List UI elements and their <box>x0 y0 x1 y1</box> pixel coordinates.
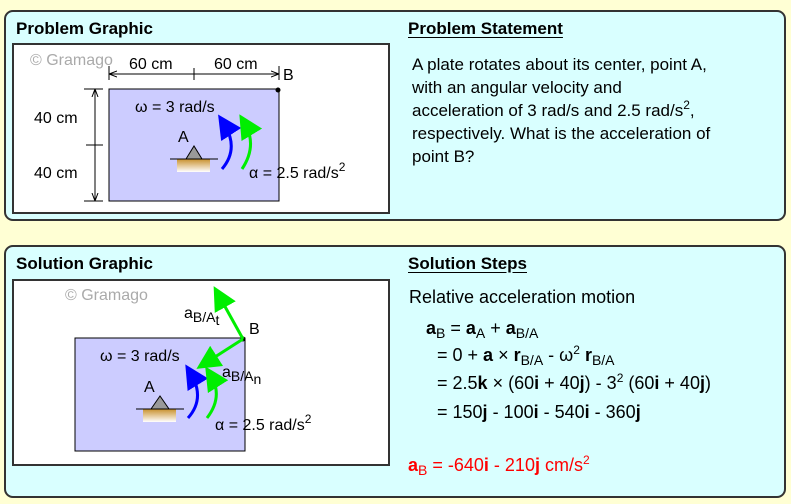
math-segment: B <box>436 325 446 341</box>
pin-support-icon <box>150 395 170 410</box>
math-segment: = 150 <box>437 402 483 422</box>
statement-line: A plate rotates about its center, point … <box>412 55 707 74</box>
math-segment: r <box>513 345 521 365</box>
math-segment: 2 <box>582 453 590 467</box>
math-segment: = -640 <box>427 455 484 475</box>
aBAt-label: aB/At <box>184 305 219 328</box>
math-segment: r <box>584 345 592 365</box>
problem-graphic-title: Problem Graphic <box>16 19 153 38</box>
math-segment: B <box>418 462 428 478</box>
math-segment: ) - 3 <box>584 373 617 393</box>
dim-60-right: 60 cm <box>214 56 258 73</box>
math-segment: j <box>579 373 585 393</box>
equation-line: = 2.5k × (60i + 40j) - 32 (60i + 40j) <box>437 371 711 394</box>
statement-line: acceleration of 3 rad/s and 2.5 rad/s2, <box>412 98 695 120</box>
math-segment: + <box>485 318 506 338</box>
math-segment: - 100 <box>487 402 534 422</box>
dim-60-left: 60 cm <box>129 56 173 73</box>
math-segment: = 2.5 <box>437 373 478 393</box>
dim-40-top: 40 cm <box>34 110 78 127</box>
math-segment: i <box>534 373 540 393</box>
solution-steps-title: Solution Steps <box>408 254 527 273</box>
ground-hatch <box>177 159 210 172</box>
equation-line: = 0 + a × rB/A - ω2 rB/A <box>437 343 615 368</box>
statement-line: respectively. What is the acceleration o… <box>412 124 711 143</box>
math-segment: B/A <box>520 352 544 368</box>
math-segment: j <box>699 373 705 393</box>
omega-arrow-icon <box>185 364 209 420</box>
label-B: B <box>249 321 260 338</box>
math-segment: A <box>475 325 486 341</box>
label-A: A <box>178 129 189 146</box>
omega-label: ω = 3 rad/s <box>135 99 215 116</box>
math-segment: 2 <box>573 343 580 357</box>
problem-statement: A plate rotates about its center, point … <box>412 53 710 168</box>
math-segment: = <box>445 318 466 338</box>
math-segment: B/A <box>591 352 615 368</box>
math-segment: - 540 <box>538 402 585 422</box>
math-segment: - 360 <box>589 402 636 422</box>
dimension-lines <box>84 66 280 202</box>
aBAt-arrow-icon <box>213 286 245 340</box>
math-segment: × (60 <box>487 373 535 393</box>
math-segment: a <box>483 345 494 365</box>
math-segment: i <box>533 402 539 422</box>
math-segment: a <box>465 318 476 338</box>
math-segment: - ω <box>543 345 574 365</box>
alpha-arrow-icon <box>239 114 263 170</box>
math-segment: i <box>654 373 660 393</box>
equation-line: aB = aA + aB/A <box>426 318 539 341</box>
label-B: B <box>283 67 294 84</box>
point-B <box>275 87 281 93</box>
math-segment: a <box>408 455 419 475</box>
problem-statement-title: Problem Statement <box>408 19 563 38</box>
math-segment: j <box>635 402 641 422</box>
math-segment: i <box>483 455 489 475</box>
math-segment: k <box>477 373 488 393</box>
math-segment: j <box>534 455 540 475</box>
alpha-arrow-icon <box>205 366 229 419</box>
math-segment: cm/s <box>539 455 583 475</box>
math-segment: = 0 + <box>437 345 484 365</box>
answer-line: aB = -640i - 210j cm/s2 <box>408 453 590 478</box>
statement-line: with an angular velocity and <box>412 78 622 97</box>
dim-40-bottom: 40 cm <box>34 165 78 182</box>
math-segment: 2 <box>616 371 624 385</box>
math-segment: a <box>426 318 437 338</box>
omega-arrow-icon <box>218 114 242 170</box>
math-segment: B/A <box>515 325 539 341</box>
solution-graphic-title: Solution Graphic <box>16 254 153 273</box>
math-segment: j <box>482 402 488 422</box>
alpha-label: α = 2.5 rad/s2 <box>215 412 312 434</box>
math-segment: + 40 <box>539 373 580 393</box>
alpha-label: α = 2.5 rad/s2 <box>249 160 346 182</box>
watermark: © Gramago <box>65 287 148 304</box>
math-segment: a <box>505 318 516 338</box>
math-segment: i <box>584 402 590 422</box>
math-segment: × <box>493 345 514 365</box>
statement-line: point B? <box>412 147 475 166</box>
pin-support-icon <box>185 145 203 160</box>
math-segment: ) <box>704 373 711 393</box>
equation-line: = 150j - 100i - 540i - 360j <box>437 402 641 423</box>
omega-label: ω = 3 rad/s <box>100 348 180 365</box>
math-segment: + 40 <box>659 373 700 393</box>
watermark: © Gramago <box>30 52 113 69</box>
problem-diagram: © Gramago 60 cm 60 cm B 40 cm 40 cm ω = … <box>30 52 346 202</box>
aBAn-arrow-icon <box>196 337 244 369</box>
math-segment: (60 <box>623 373 655 393</box>
solution-intro: Relative acceleration motion <box>409 287 636 307</box>
math-segment: - 210 <box>488 455 535 475</box>
label-A: A <box>144 379 155 396</box>
ground-hatch <box>143 409 176 422</box>
